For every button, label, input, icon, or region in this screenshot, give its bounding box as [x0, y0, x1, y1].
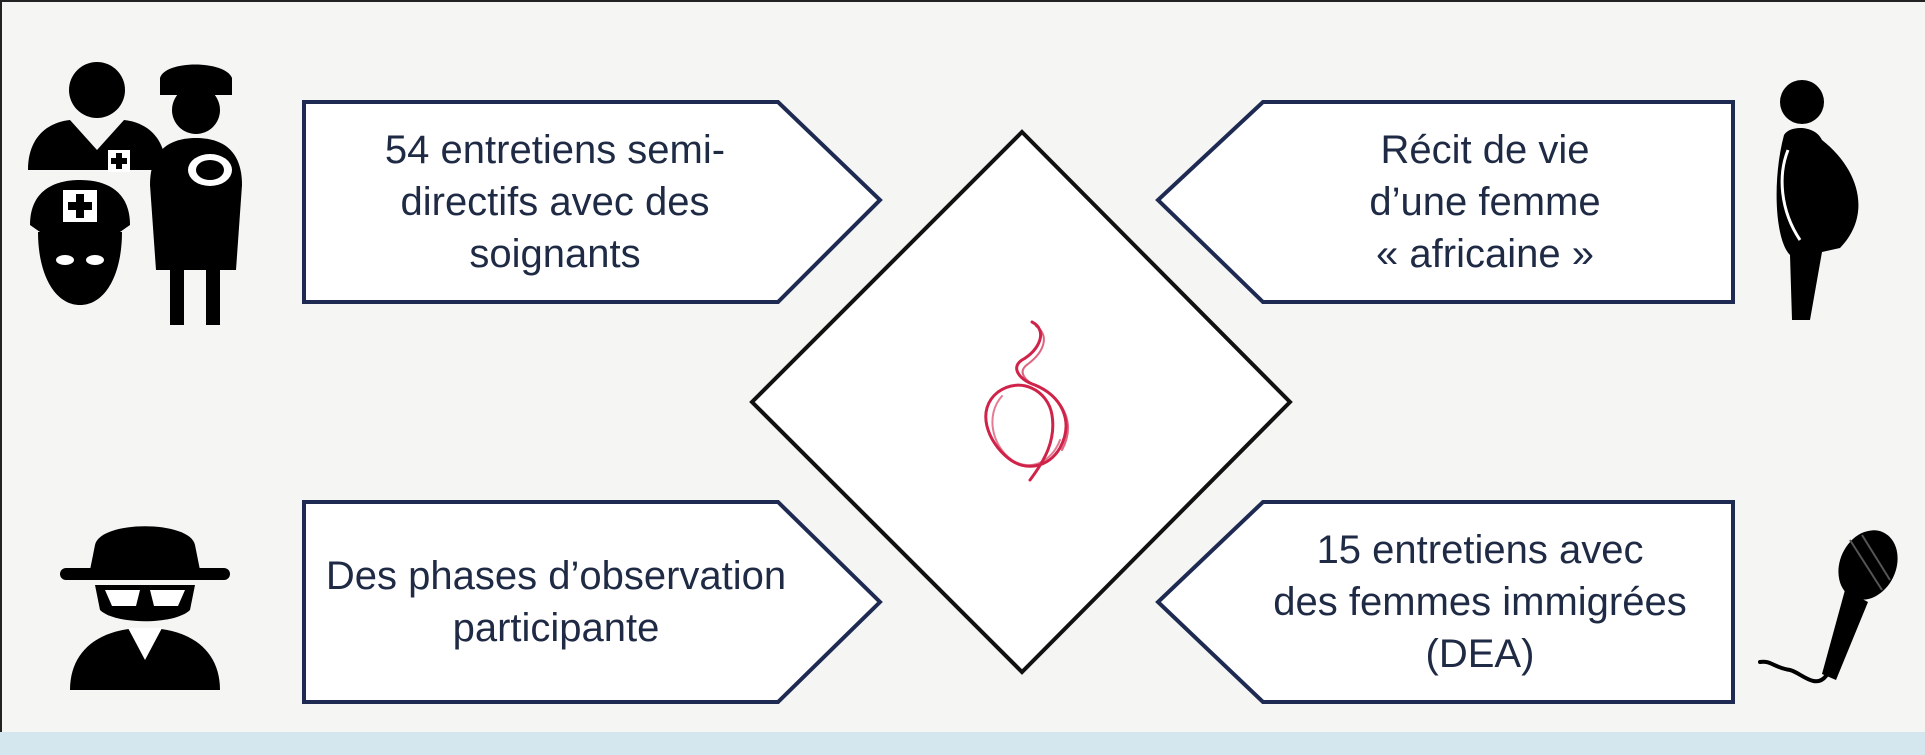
box-line: d’une femme [1369, 180, 1601, 224]
box-line: soignants [469, 232, 641, 276]
spy-observer-icon [60, 526, 230, 690]
box-line: 54 entretiens semi- [384, 128, 726, 172]
box-text-top-left: 54 entretiens semi- directifs avec des s… [310, 104, 800, 300]
box-line: 15 entretiens avec [1316, 528, 1644, 572]
box-bottom-right [1155, 500, 1735, 704]
box-line: « africaine » [1376, 232, 1594, 276]
center-diamond [749, 129, 1293, 675]
box-line: participante [452, 606, 660, 650]
box-text-bottom-right: 15 entretiens avec des femmes immigrées … [1230, 504, 1730, 700]
box-line: Récit de vie [1380, 128, 1590, 172]
box-bottom-left [302, 500, 883, 704]
box-text-bottom-left: Des phases d’observation participante [306, 504, 806, 700]
box-top-right [1155, 100, 1735, 304]
bottom-band [0, 732, 1925, 755]
microphone-icon [1758, 530, 1898, 684]
box-line: directifs avec des [400, 180, 710, 224]
pregnant-woman-icon [1776, 80, 1859, 320]
box-line: (DEA) [1425, 632, 1535, 676]
box-text-top-right: Récit de vie d’une femme « africaine » [1240, 104, 1730, 300]
box-line: des femmes immigrées [1273, 580, 1687, 624]
box-line: Des phases d’observation [325, 554, 787, 598]
ribbon-logo-icon [984, 320, 1069, 482]
box-top-left [302, 100, 883, 304]
medical-staff-icon [28, 62, 242, 325]
